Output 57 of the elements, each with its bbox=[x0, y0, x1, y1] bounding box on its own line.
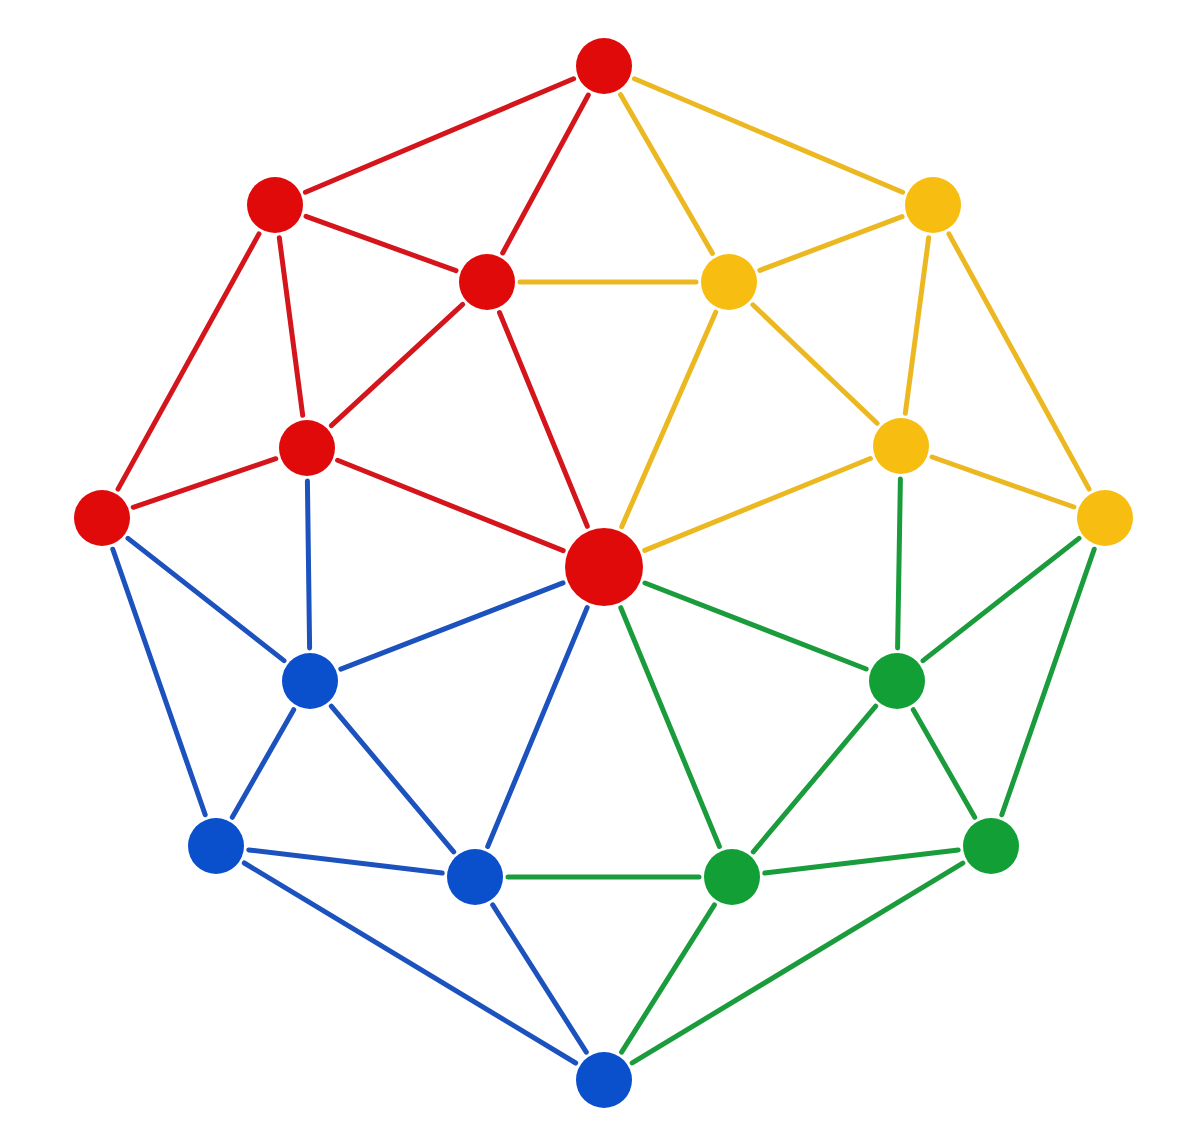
connector-line bbox=[999, 546, 1097, 818]
graph-node bbox=[447, 849, 503, 905]
connector-line bbox=[130, 456, 279, 510]
connector-line bbox=[335, 457, 566, 554]
connector-line bbox=[619, 902, 717, 1055]
connector-line bbox=[757, 214, 905, 273]
connector-line bbox=[303, 213, 459, 274]
connector-line bbox=[750, 302, 880, 426]
connector-line bbox=[276, 235, 306, 418]
connector-line bbox=[895, 476, 903, 651]
connector-line bbox=[125, 535, 287, 664]
connector-line bbox=[328, 301, 466, 429]
connector-line bbox=[500, 92, 591, 256]
connector-line bbox=[338, 580, 566, 672]
connector-line bbox=[304, 478, 313, 651]
connector-line bbox=[910, 707, 978, 820]
connector-line bbox=[246, 847, 445, 876]
connector-line bbox=[490, 902, 589, 1055]
connector-line bbox=[110, 546, 208, 818]
graph-node bbox=[279, 420, 335, 476]
connector-line bbox=[629, 860, 966, 1066]
connector-line bbox=[750, 703, 879, 855]
graph-node bbox=[282, 653, 338, 709]
connector-line bbox=[642, 456, 873, 553]
connector-line bbox=[517, 279, 699, 285]
graph-node bbox=[704, 849, 760, 905]
connector-line bbox=[618, 605, 722, 849]
graph-node bbox=[459, 254, 515, 310]
connector-line bbox=[241, 860, 579, 1066]
graph-node bbox=[247, 177, 303, 233]
graph-node bbox=[74, 490, 130, 546]
graph-node bbox=[905, 177, 961, 233]
connector-line bbox=[505, 874, 702, 880]
connector-line bbox=[902, 235, 932, 416]
graph-node bbox=[565, 528, 643, 606]
graph-node bbox=[576, 38, 632, 94]
connector-line bbox=[946, 231, 1092, 492]
connector-line bbox=[115, 231, 262, 492]
connector-line bbox=[619, 309, 719, 530]
connector-line bbox=[485, 605, 590, 849]
graph-node bbox=[869, 653, 925, 709]
connector-line bbox=[631, 76, 906, 195]
connector-line bbox=[920, 535, 1082, 664]
connector-line bbox=[229, 707, 297, 820]
connector-line bbox=[302, 76, 577, 195]
connector-line bbox=[618, 92, 715, 256]
connector-line bbox=[328, 703, 457, 855]
graph-node bbox=[701, 254, 757, 310]
connector-line bbox=[762, 847, 961, 876]
graph-node bbox=[963, 818, 1019, 874]
graph-node bbox=[1077, 490, 1133, 546]
connector-line bbox=[642, 580, 869, 672]
connector-line bbox=[929, 454, 1077, 510]
graph-node bbox=[873, 418, 929, 474]
graph-node bbox=[188, 818, 244, 874]
graph-node bbox=[576, 1052, 632, 1108]
connector-line bbox=[497, 310, 590, 529]
